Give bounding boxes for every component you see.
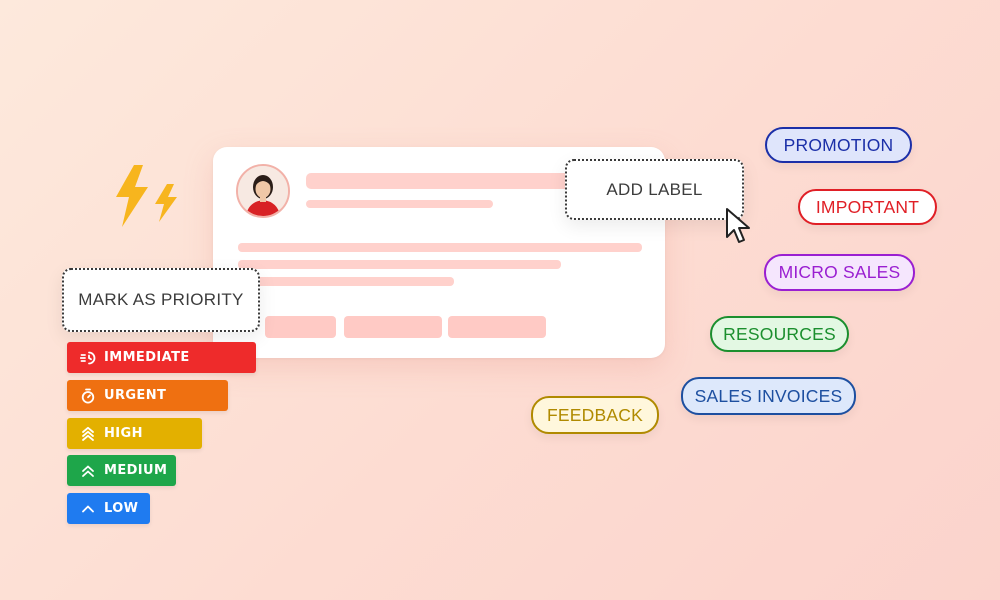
tag-promotion[interactable]: PROMOTION — [765, 127, 912, 163]
stopwatch-icon — [81, 388, 95, 404]
tag-label: RESOURCES — [723, 323, 836, 344]
tag-sales-invoices[interactable]: SALES INVOICES — [681, 377, 856, 415]
action-chip-placeholder — [265, 316, 336, 338]
mark-as-priority-text: MARK AS PRIORITY — [78, 290, 244, 309]
action-chip-placeholder — [344, 316, 442, 338]
tag-important[interactable]: IMPORTANT — [798, 189, 937, 225]
chevron-up-icon — [82, 505, 94, 512]
tag-label: PROMOTION — [783, 134, 894, 155]
lightning-bolt-icon — [116, 165, 148, 227]
tag-micro-sales[interactable]: MICRO SALES — [764, 254, 915, 291]
tag-label: FEEDBACK — [547, 404, 643, 425]
mark-as-priority-button[interactable]: MARK AS PRIORITY — [62, 268, 260, 332]
avatar — [236, 164, 290, 218]
priority-label: IMMEDIATE — [104, 350, 190, 365]
tag-label: IMPORTANT — [815, 196, 920, 217]
tag-label: SALES INVOICES — [694, 385, 843, 406]
add-label-button[interactable]: ADD LABEL — [565, 159, 744, 220]
sender-meta-placeholder — [306, 200, 493, 208]
tag-feedback[interactable]: FEEDBACK — [531, 396, 659, 434]
priority-label: LOW — [104, 501, 139, 516]
sender-name-placeholder — [306, 173, 578, 189]
body-line-placeholder — [238, 243, 642, 252]
priority-label: HIGH — [104, 426, 143, 441]
clock-fast-icon — [80, 351, 96, 364]
action-chip-placeholder — [448, 316, 546, 338]
priority-urgent[interactable]: URGENT — [67, 380, 228, 411]
double-chevron-up-icon — [82, 465, 94, 477]
add-label-text: ADD LABEL — [606, 179, 703, 199]
body-line-placeholder — [238, 260, 561, 269]
priority-label: URGENT — [104, 388, 167, 403]
lightning-bolt-icon — [155, 184, 177, 222]
priority-medium[interactable]: MEDIUM — [67, 455, 176, 486]
body-line-placeholder — [238, 277, 454, 286]
tag-label: MICRO SALES — [778, 262, 901, 282]
priority-label: MEDIUM — [104, 463, 168, 478]
mouse-cursor-icon — [726, 208, 750, 243]
tag-resources[interactable]: RESOURCES — [710, 316, 849, 352]
triple-chevron-up-icon — [82, 426, 94, 441]
priority-high[interactable]: HIGH — [67, 418, 202, 449]
priority-immediate[interactable]: IMMEDIATE — [67, 342, 256, 373]
priority-low[interactable]: LOW — [67, 493, 150, 524]
